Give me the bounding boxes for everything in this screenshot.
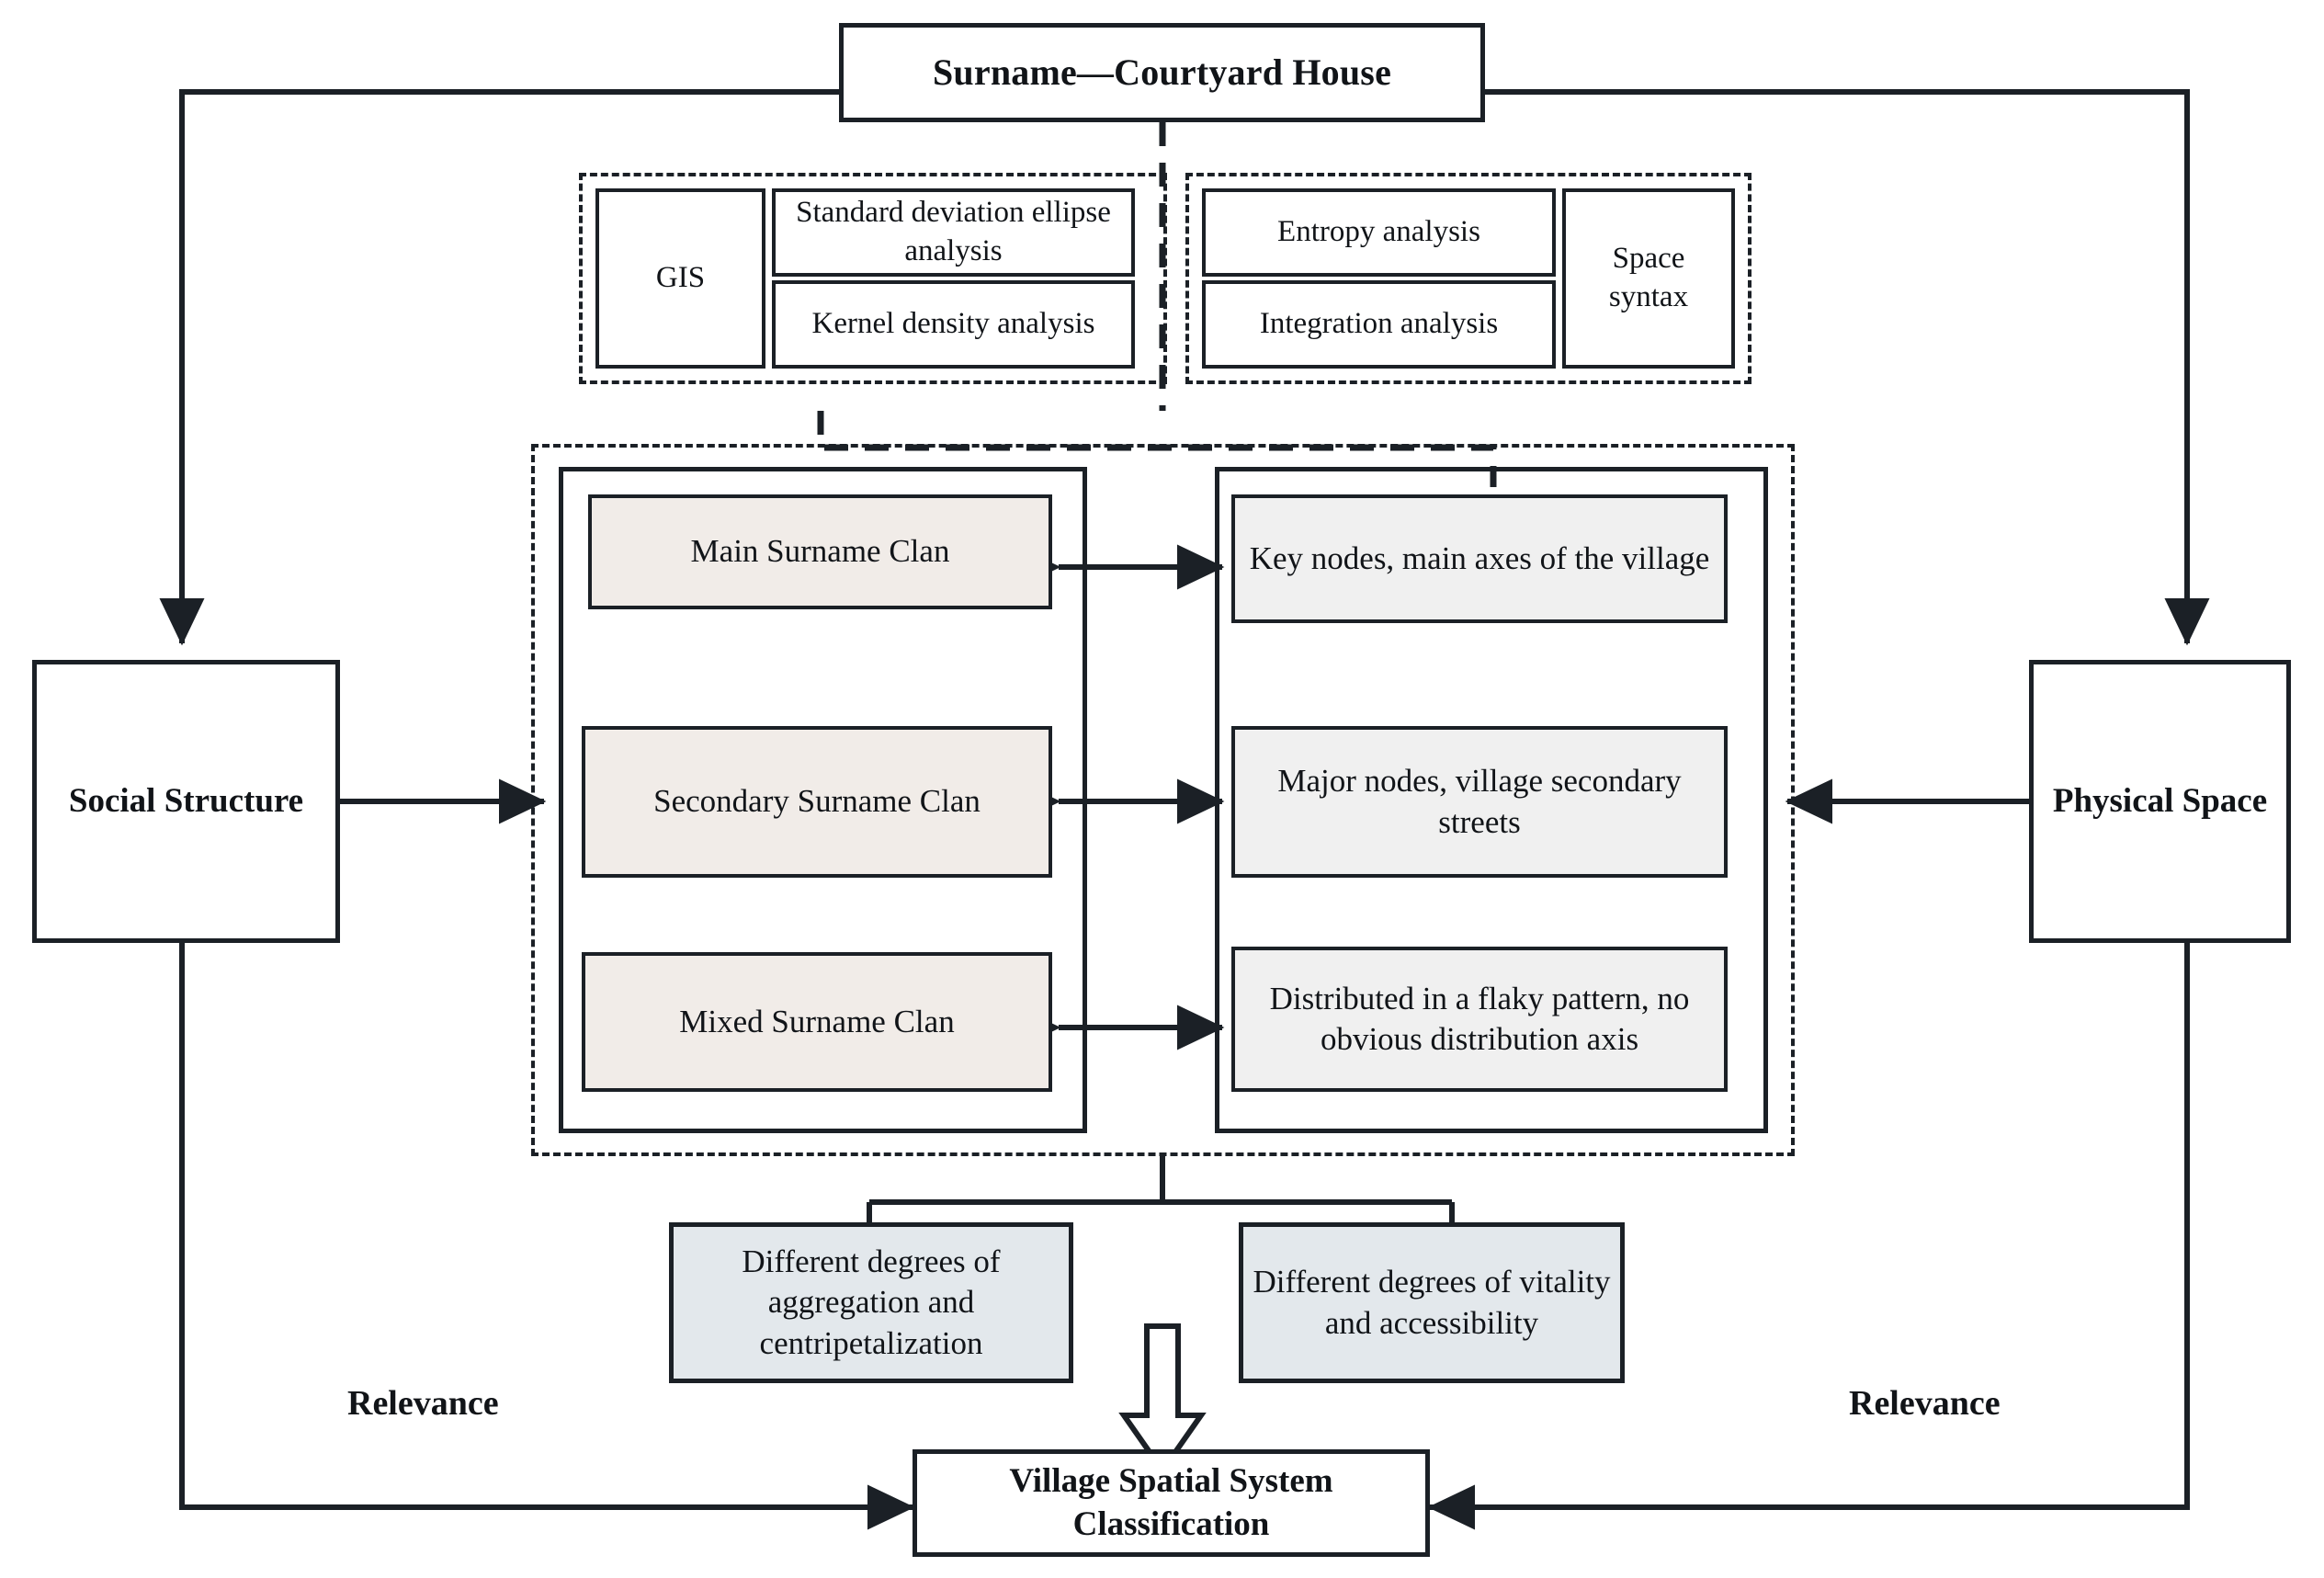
space-major-nodes-label: Major nodes, village secondary streets [1277,763,1682,840]
physical-space-label: Physical Space [2052,781,2268,820]
title-label: Surname—Courtyard House [932,51,1392,93]
result-label: Village Spatial System Classification [1009,1461,1333,1543]
method-kernel-box: Kernel density analysis [772,280,1135,369]
relevance-right-text: Relevance [1849,1384,2001,1423]
clan-secondary-box: Secondary Surname Clan [582,726,1052,878]
clan-secondary-label: Secondary Surname Clan [653,783,981,820]
method-integration-box: Integration analysis [1202,280,1556,369]
clan-mixed-label: Mixed Surname Clan [679,1003,955,1039]
space-flaky-box: Distributed in a flaky pattern, no obvio… [1231,947,1728,1092]
clan-main-box: Main Surname Clan [588,494,1052,609]
method-sde-box: Standard deviation ellipse analysis [772,188,1135,277]
method-sde-label: Standard deviation ellipse analysis [796,196,1111,267]
outcome-vitality-box: Different degrees of vitality and access… [1239,1222,1625,1383]
relevance-label-left: Relevance [347,1383,499,1424]
method-integration-label: Integration analysis [1259,307,1499,341]
physical-space-box: Physical Space [2029,660,2291,943]
outcome-aggregation-label: Different degrees of aggregation and cen… [742,1243,1001,1361]
method-entropy-box: Entropy analysis [1202,188,1556,277]
method-gis-box: GIS [595,188,765,369]
space-key-nodes-box: Key nodes, main axes of the village [1231,494,1728,623]
correlation-dashed-container [531,444,1795,1156]
space-key-nodes-label: Key nodes, main axes of the village [1249,539,1710,576]
outcome-vitality-label: Different degrees of vitality and access… [1253,1264,1611,1341]
space-flaky-label: Distributed in a flaky pattern, no obvio… [1269,980,1690,1057]
clan-main-label: Main Surname Clan [690,533,950,570]
social-structure-box: Social Structure [32,660,340,943]
gis-method-group [579,173,1167,384]
method-space-syntax-label: Space syntax [1608,242,1689,313]
space-syntax-method-group [1185,173,1752,384]
title-box: Surname—Courtyard House [839,23,1485,122]
clan-mixed-box: Mixed Surname Clan [582,952,1052,1092]
method-kernel-label: Kernel density analysis [811,307,1095,341]
relevance-left-text: Relevance [347,1384,499,1423]
relevance-label-right: Relevance [1849,1383,2001,1424]
method-space-syntax-box: Space syntax [1562,188,1735,369]
method-entropy-label: Entropy analysis [1277,215,1480,249]
method-gis-label: GIS [655,261,706,295]
space-major-nodes-box: Major nodes, village secondary streets [1231,726,1728,878]
physical-space-group [1215,467,1768,1133]
social-structure-label: Social Structure [68,781,304,820]
social-structure-group [559,467,1087,1133]
outcome-aggregation-box: Different degrees of aggregation and cen… [669,1222,1073,1383]
result-box: Village Spatial System Classification [913,1449,1430,1557]
